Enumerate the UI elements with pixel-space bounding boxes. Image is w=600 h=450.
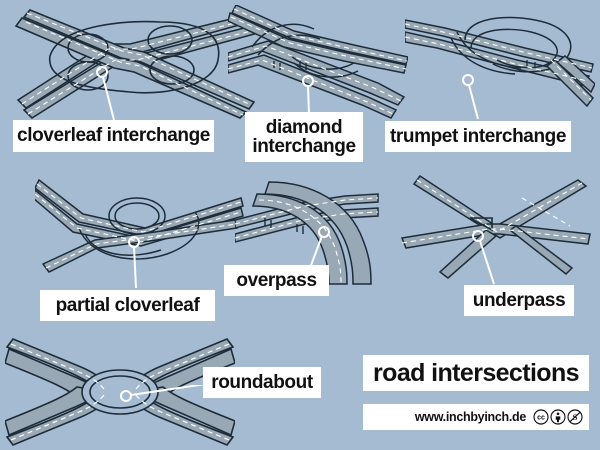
license-icon-group: cc S	[533, 409, 583, 425]
diagram-partial-cloverleaf	[35, 176, 245, 281]
poster-footer: www.inchbyinch.de cc S	[363, 404, 589, 430]
footer-url[interactable]: www.inchbyinch.de	[414, 410, 526, 424]
lane-markings	[21, 12, 256, 116]
label-partial-cloverleaf: partial cloverleaf	[40, 290, 215, 321]
lane-markings	[405, 23, 593, 101]
lane-markings	[35, 183, 242, 269]
label-diamond-interchange: diamond interchange	[245, 112, 363, 162]
label-overpass: overpass	[224, 265, 329, 296]
label-cloverleaf-interchange: cloverleaf interchange	[13, 120, 214, 152]
lane-markings	[401, 179, 590, 244]
cc-by-attribution-icon	[550, 409, 566, 425]
svg-text:cc: cc	[537, 415, 545, 422]
diagram-diamond-interchange	[228, 5, 408, 120]
diagram-underpass	[400, 172, 595, 282]
lane-markings	[235, 197, 379, 285]
diagram-overpass	[235, 180, 380, 285]
label-underpass: underpass	[464, 285, 574, 316]
poster-title: road intersections	[363, 355, 589, 391]
cc-nc-noncommercial-icon: S	[567, 409, 583, 425]
diagram-roundabout	[5, 335, 235, 450]
creative-commons-icon: cc	[533, 409, 549, 425]
diagram-trumpet-interchange	[405, 10, 595, 120]
label-roundabout: roundabout	[203, 367, 321, 398]
diagram-cloverleaf-interchange	[10, 0, 260, 125]
label-trumpet-interchange: trumpet interchange	[385, 121, 571, 152]
